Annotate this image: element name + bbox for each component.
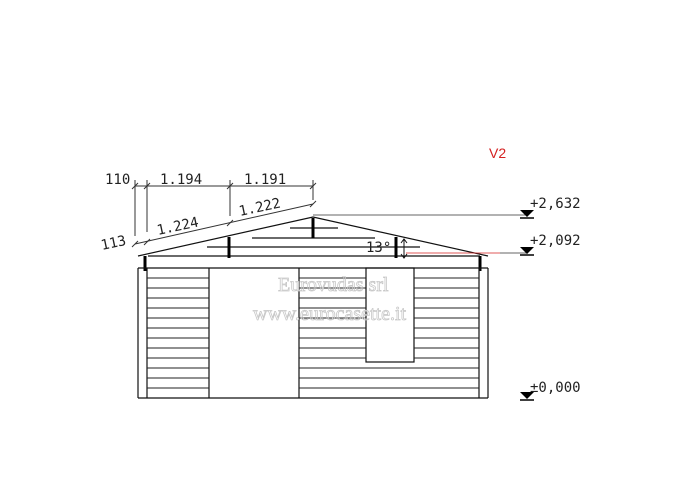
level-marker-ground [520,392,534,401]
watermark-company: Eurovudas srl [278,274,389,296]
level-marker-ridge [520,210,534,219]
variant-label: V2 [489,145,506,161]
level-ridge: +2,632 [530,196,581,212]
angle-label: 13° [366,240,391,256]
slope-dimension-chain [131,200,317,248]
level-eave: +2,092 [530,233,581,249]
angle-marker [400,238,408,259]
watermark-url: www.eurocasette.it [253,303,407,325]
level-lines [313,214,528,254]
dim-top-overhang: 110 [105,172,130,188]
dim-slope-overhang: 113 [100,233,128,254]
dim-top-span-2: 1.191 [244,172,286,188]
dim-top-span-1: 1.194 [160,172,202,188]
level-ground: ±0,000 [530,380,581,396]
top-dimension-chain [131,180,317,236]
level-marker-eave [520,247,534,256]
wall-courses [147,277,479,389]
wall [137,267,489,399]
dim-slope-span-1: 1.224 [156,214,201,238]
